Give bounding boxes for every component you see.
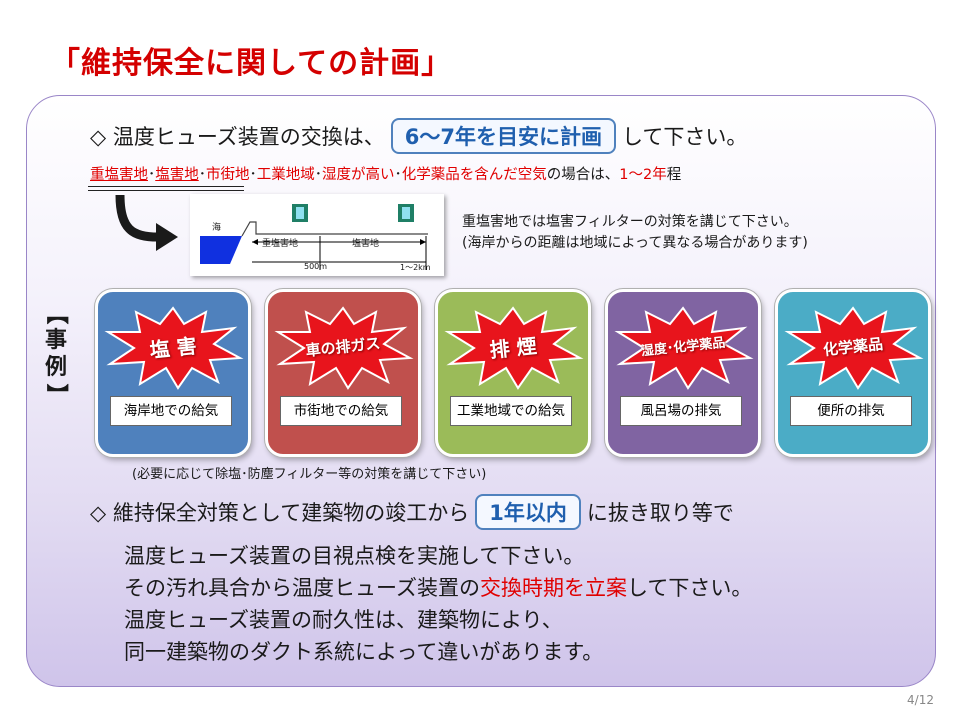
cond-suffix-years: 1〜2年 xyxy=(619,167,667,183)
examples-bracket-close: 】 xyxy=(43,383,69,406)
salt-damage-note-line2: (海岸からの距離は地域によって異なる場合があります) xyxy=(462,235,808,251)
conditions-line: 重塩害地･塩害地･市街地･工業地域･湿度が高い･化学薬品を含んだ空気の場合は、1… xyxy=(90,163,681,184)
filter-note: (必要に応じて除塩･防塵フィルター等の対策を講じて下さい) xyxy=(132,467,487,482)
example-card-salt: 塩 害 海岸地での給気 xyxy=(95,289,251,457)
para-line-2-pre: その汚れ具合から温度ヒューズ装置の xyxy=(124,576,480,600)
examples-char-2: 例 xyxy=(44,355,67,380)
cond-suffix-post: 程 xyxy=(666,167,682,183)
examples-label: 【 事 例 】 xyxy=(43,300,69,408)
para-line-3: 温度ヒューズ装置の耐久性は、建築物により、 xyxy=(124,608,563,632)
examples-bracket-open: 【 xyxy=(43,302,69,325)
inspection-period-box: 1年以内 xyxy=(475,494,581,530)
cond-humid: 湿度が高い xyxy=(322,167,395,183)
example-card-exhaust-gas: 車の排ガス 市街地での給気 xyxy=(265,289,421,457)
exchange-prefix: ◇ 温度ヒューズ装置の交換は、 xyxy=(90,125,385,149)
coast-distance-diagram: 海 重塩害地 塩害地 500m 1〜2km xyxy=(190,194,444,276)
burst-icon xyxy=(614,306,754,390)
inspection-suffix: に抜き取り等で xyxy=(586,501,734,525)
example-card-smoke: 排 煙 工業地域での給気 xyxy=(435,289,591,457)
example-card-chemicals: 化学薬品 便所の排気 xyxy=(775,289,931,457)
burst-icon xyxy=(784,306,924,390)
case-label-bathroom-exhaust: 風呂場の排気 xyxy=(620,396,742,426)
cond-industrial: 工業地域 xyxy=(256,167,315,183)
para-line-4: 同一建築物のダクト系統によって違いがあります。 xyxy=(124,640,604,664)
sea-label: 海 xyxy=(212,223,222,233)
cond-urban: 市街地 xyxy=(206,167,250,183)
salt-damage-note-line1: 重塩害地では塩害フィルターの対策を講じて下さい。 xyxy=(462,214,798,230)
conditions-double-underline xyxy=(88,186,244,191)
examples-char-1: 事 xyxy=(44,328,67,353)
cond-sep: ･ xyxy=(249,167,257,183)
exchange-suffix: して下さい。 xyxy=(622,125,748,149)
cond-sep: ･ xyxy=(198,167,206,183)
cond-suffix-pre: の場合は、 xyxy=(546,167,620,183)
case-label-urban-intake: 市街地での給気 xyxy=(280,396,402,426)
burst-icon xyxy=(274,306,414,390)
para-line-1: 温度ヒューズ装置の目視点検を実施して下さい。 xyxy=(124,544,585,568)
example-card-humidity-chemicals: 湿度･化学薬品 風呂場の排気 xyxy=(605,289,761,457)
burst-icon xyxy=(104,306,244,390)
page-number: 4/12 xyxy=(907,693,934,707)
curved-arrow-icon xyxy=(115,194,178,251)
cond-heavy-salt: 重塩害地 xyxy=(90,167,148,183)
heavy-salt-zone-label: 重塩害地 xyxy=(262,239,299,249)
para-line-2-post: して下さい。 xyxy=(626,576,753,600)
cond-sep: ･ xyxy=(314,167,322,183)
distance-1-2km: 1〜2km xyxy=(400,263,431,272)
page-title: 「維持保全に関しての計画」 xyxy=(50,46,453,81)
cond-salt: 塩害地 xyxy=(155,167,199,183)
distance-500m: 500m xyxy=(304,262,328,271)
case-label-coast-intake: 海岸地での給気 xyxy=(110,396,232,426)
exchange-period-box: 6〜7年を目安に計画 xyxy=(390,118,617,154)
cond-sep: ･ xyxy=(394,167,402,183)
exchange-line: ◇ 温度ヒューズ装置の交換は、6〜7年を目安に計画して下さい。 xyxy=(90,118,747,154)
burst-icon xyxy=(444,306,584,390)
salt-zone-label: 塩害地 xyxy=(352,239,380,249)
cond-sep: ･ xyxy=(148,167,156,183)
para-line-2-highlight: 交換時期を立案 xyxy=(479,576,627,600)
case-label-industrial-intake: 工業地域での給気 xyxy=(450,396,572,426)
inspection-prefix: ◇ 維持保全対策として建築物の竣工から xyxy=(90,501,470,525)
case-label-toilet-exhaust: 便所の排気 xyxy=(790,396,912,426)
cond-chemical: 化学薬品を含んだ空気 xyxy=(401,167,547,183)
sea-shape xyxy=(200,236,242,264)
para-line-2: その汚れ具合から温度ヒューズ装置の交換時期を立案して下さい。 xyxy=(124,572,752,602)
salt-damage-note: 重塩害地では塩害フィルターの対策を講じて下さい。 (海岸からの距離は地域によって… xyxy=(462,212,808,254)
